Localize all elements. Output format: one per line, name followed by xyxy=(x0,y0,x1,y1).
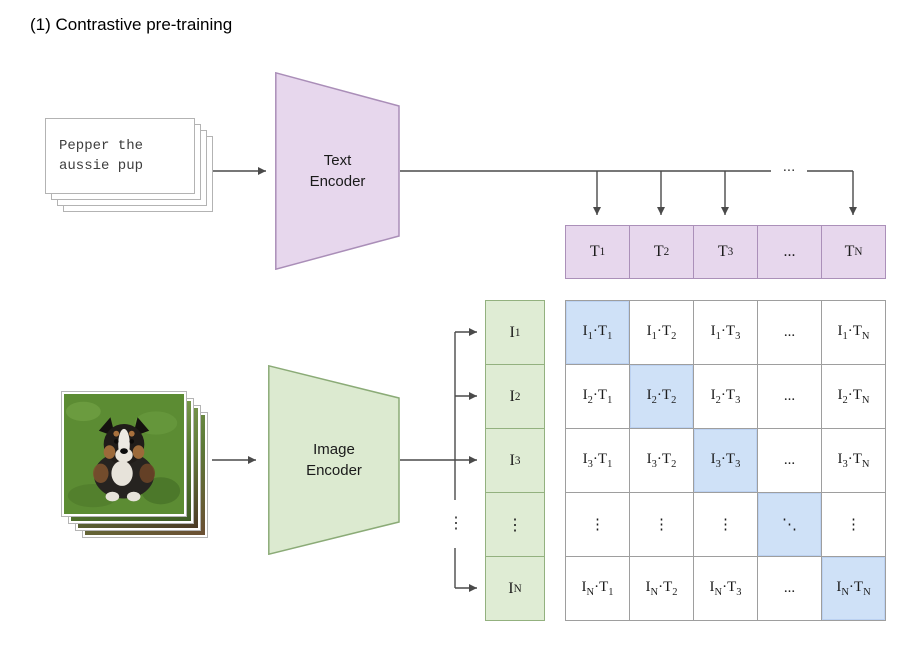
image-encoder-label: Image Encoder xyxy=(306,441,362,479)
similarity-cell: I2·T1 xyxy=(565,364,630,429)
text-input-caption: Pepper the aussie pup xyxy=(59,137,144,174)
text-input-stack: Pepper the aussie pup xyxy=(45,118,220,218)
image-encoder-shape xyxy=(268,365,400,555)
similarity-cell: I2·T3 xyxy=(693,364,758,429)
text-input-card: Pepper the aussie pup xyxy=(45,118,195,194)
ellipsis-top-label: ... xyxy=(773,157,805,177)
similarity-cell: ⋮ xyxy=(629,492,694,557)
similarity-cell: ... xyxy=(757,300,822,365)
similarity-cell: ... xyxy=(757,556,822,621)
image-input-stack xyxy=(62,392,212,542)
similarity-cell: I3·T1 xyxy=(565,428,630,493)
similarity-cell: I2·TN xyxy=(821,364,886,429)
similarity-cell-diagonal: IN·TN xyxy=(821,556,886,621)
text-encoder-shape xyxy=(275,72,400,270)
similarity-cell: I3·T2 xyxy=(629,428,694,493)
text-embedding-cell: ... xyxy=(757,225,822,279)
puppy-photo-illustration xyxy=(64,394,184,514)
similarity-cell-diagonal: I1·T1 xyxy=(565,300,630,365)
similarity-cell: ⋮ xyxy=(821,492,886,557)
similarity-cell: IN·T2 xyxy=(629,556,694,621)
similarity-cell: ... xyxy=(757,364,822,429)
similarity-cell: ... xyxy=(757,428,822,493)
similarity-cell: I1·T3 xyxy=(693,300,758,365)
similarity-cell: I3·TN xyxy=(821,428,886,493)
similarity-cell: IN·T3 xyxy=(693,556,758,621)
image-input-card xyxy=(62,392,186,516)
text-encoder-label: Text Encoder xyxy=(309,152,366,190)
similarity-cell: ⋮ xyxy=(565,492,630,557)
similarity-cell-diagonal: I2·T2 xyxy=(629,364,694,429)
similarity-cell: I1·TN xyxy=(821,300,886,365)
similarity-cell-diagonal: ⋱ xyxy=(757,492,822,557)
similarity-cell-diagonal: I3·T3 xyxy=(693,428,758,493)
similarity-cell: I1·T2 xyxy=(629,300,694,365)
diagram-title: (1) Contrastive pre-training xyxy=(30,15,233,34)
similarity-cell: IN·T1 xyxy=(565,556,630,621)
vdots-connector-label: ⋮ xyxy=(448,515,464,532)
matrix-row: ⋮⋮⋮⋱⋮ xyxy=(565,492,886,557)
image-embedding-cell: ⋮ xyxy=(485,492,545,557)
similarity-cell: ⋮ xyxy=(693,492,758,557)
